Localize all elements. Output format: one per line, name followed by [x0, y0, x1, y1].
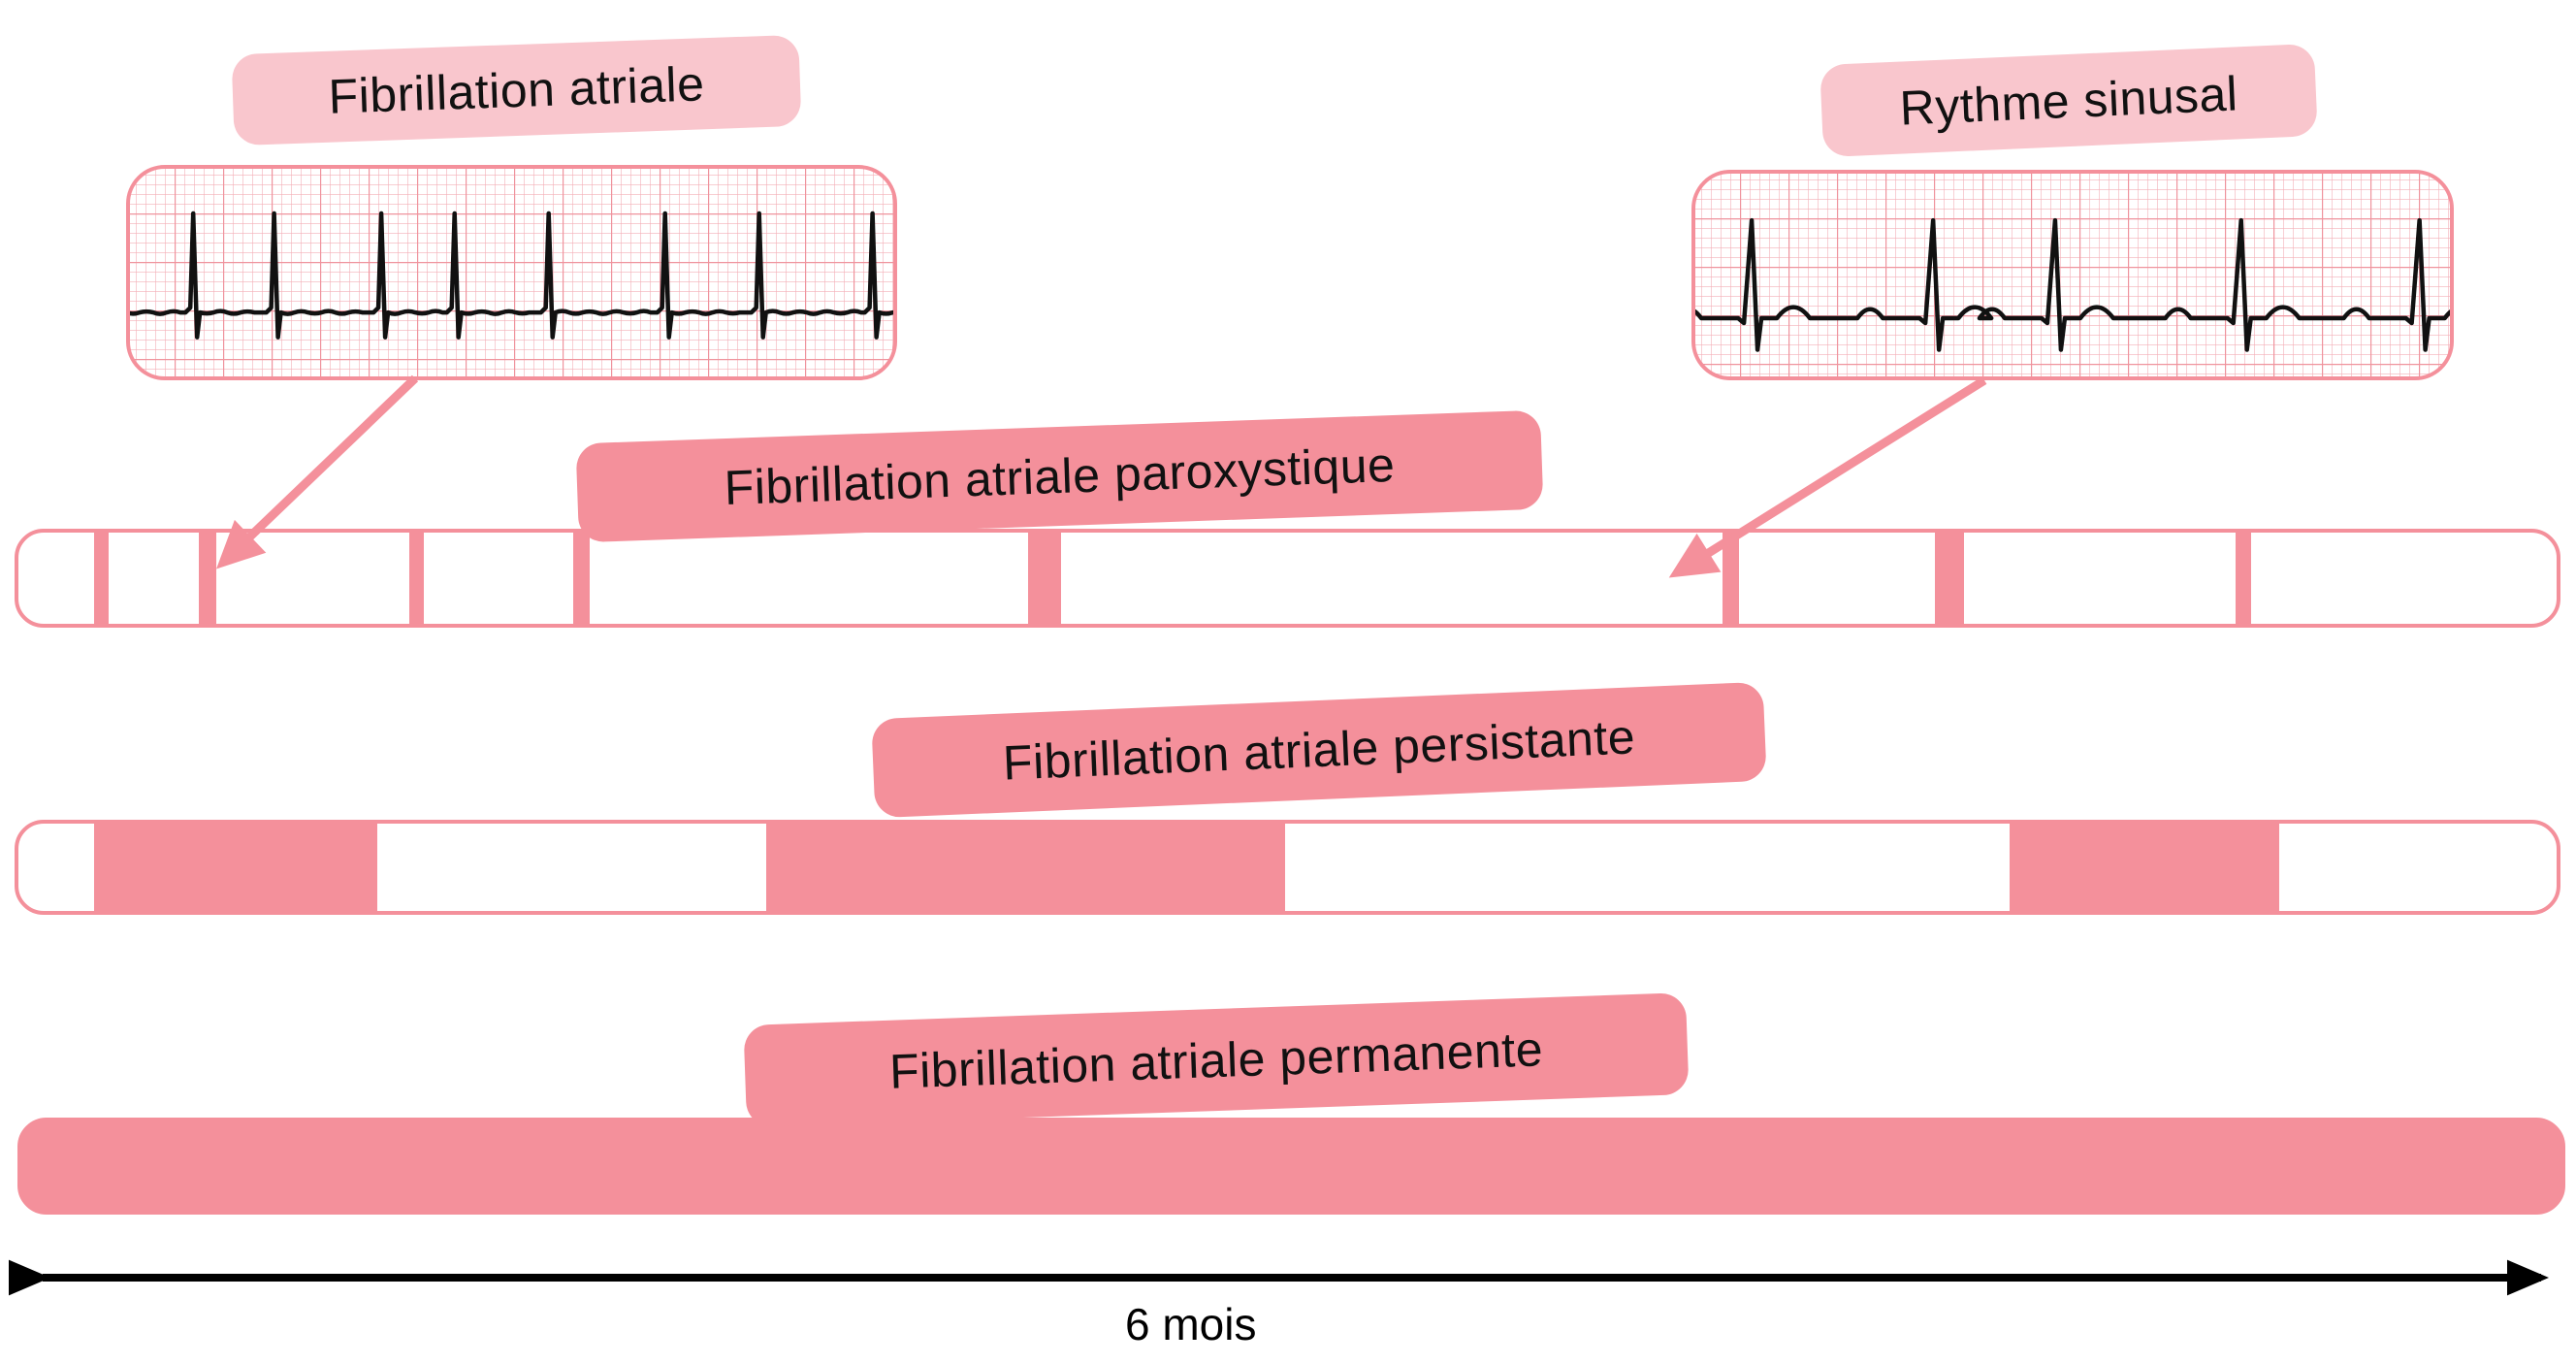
- label-fa-persistante: Fibrillation atriale persistante: [871, 681, 1767, 819]
- ecg-grid-paper: [1693, 172, 2452, 378]
- episode-segment: [1027, 533, 1061, 624]
- episode-segment: [2009, 824, 2279, 911]
- episode-segment: [93, 824, 377, 911]
- ecg-panel-border: [126, 165, 897, 380]
- ecg-panel-fibrillation: [126, 165, 897, 380]
- axis-label-text: 6 mois: [1125, 1299, 1257, 1349]
- axis-label-6-mois: 6 mois: [1125, 1298, 1256, 1350]
- label-fa-paroxystique: Fibrillation atriale paroxystique: [575, 409, 1544, 543]
- label-fa-paroxystique-text: Fibrillation atriale paroxystique: [723, 437, 1397, 516]
- episode-segment: [93, 533, 110, 624]
- ecg-panel-border: [1691, 170, 2454, 380]
- episode-segment: [1934, 533, 1964, 624]
- label-fa-permanente: Fibrillation atriale permanente: [743, 992, 1690, 1127]
- label-rythme-sinusal-text: Rythme sinusal: [1898, 65, 2239, 136]
- episode-segment: [573, 533, 591, 624]
- episode-segment: [198, 533, 216, 624]
- ecg-trace-fibrillation: [128, 211, 895, 340]
- label-fibrillation-atriale: Fibrillation atriale: [231, 34, 802, 146]
- episode-segment: [408, 533, 424, 624]
- episode-segment: [2235, 533, 2251, 624]
- episode-segment: [1722, 533, 1739, 624]
- ecg-grid-paper: [128, 167, 895, 378]
- timeline-bar-permanente: [17, 1118, 2565, 1215]
- timeline-bar-paroxystique: [15, 529, 2560, 628]
- label-fa-permanente-text: Fibrillation atriale permanente: [888, 1021, 1544, 1099]
- label-rythme-sinusal: Rythme sinusal: [1819, 43, 2318, 158]
- ecg-trace-sinus: [1693, 217, 2452, 352]
- label-fa-persistante-text: Fibrillation atriale persistante: [1001, 709, 1637, 791]
- timeline-bar-persistante: [15, 820, 2560, 915]
- label-fibrillation-atriale-text: Fibrillation atriale: [327, 56, 706, 124]
- episode-segment: [765, 824, 1286, 911]
- ecg-panel-sinus: [1691, 170, 2454, 380]
